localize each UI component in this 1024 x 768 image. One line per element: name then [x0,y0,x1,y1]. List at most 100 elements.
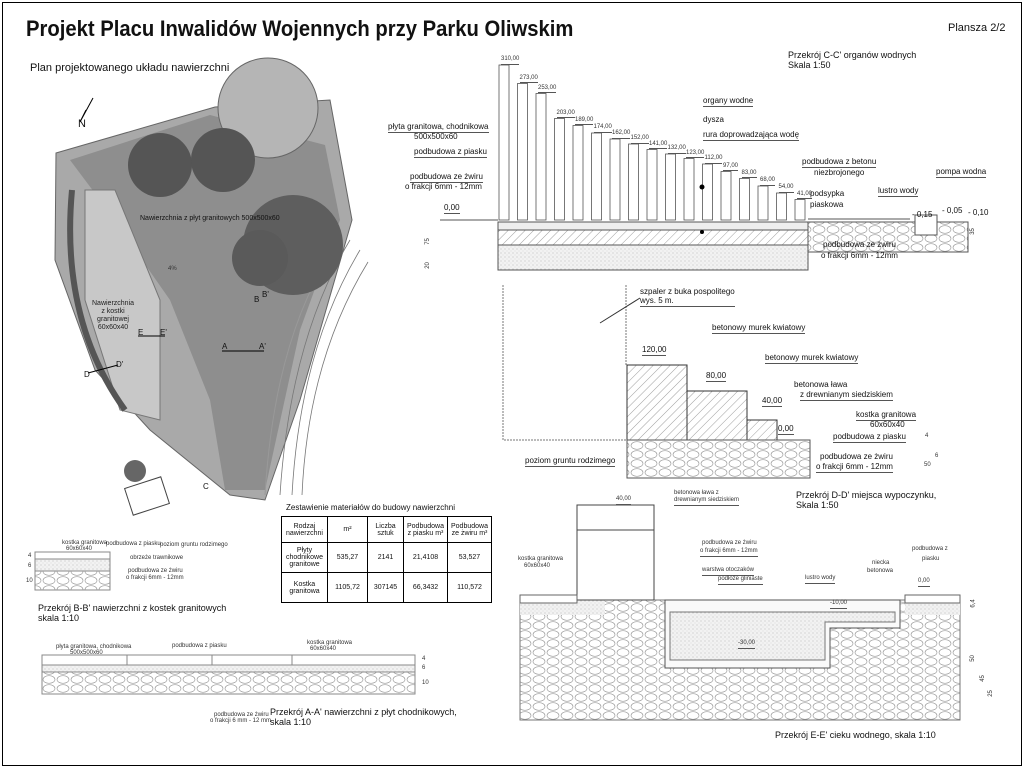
dim-75: 75 [424,238,431,245]
section-dd [502,285,811,479]
label-ground: poziom gruntu rodzimego [525,456,616,468]
section-bb-scale: skala 1:10 [38,613,80,624]
table-title: Zestawienie materiałów do budowy nawierz… [286,503,455,512]
ee-label-cobble: kostka granitowa [518,556,564,562]
plan-label-cobble: Nawierzchnia [92,300,135,307]
label-bench-2: z drewnianym siedziskiem [800,390,893,402]
bb-dim: 4 [28,553,32,559]
level-m015: - 0,15 [912,210,933,219]
column-height-label: 152,00 [630,135,649,144]
section-cc-title-text: Przekrój C-C' organów wodnych [788,50,917,60]
wall-80 [686,390,748,441]
section-dd-title: Przekrój D-D' miejsca wypoczynku,Skala 1… [796,490,936,511]
table-cell: Kostka granitowa [281,572,328,603]
column-height-label: 54,00 [778,184,794,193]
label-concrete: podbudowa z betonu [802,157,877,169]
bench-dd [746,419,778,441]
level-0: 0,00 [778,424,794,436]
label-sand-dd: podbudowa z piasku [833,432,906,444]
ee-label-clay: podłoże gliniaste [718,576,763,585]
table-header: Podbudowa z piasku m³ [403,516,448,543]
organ-pipe-column [739,178,750,221]
organ-pipe-column [776,192,787,221]
column-height-label: 97,00 [723,163,739,172]
section-mark-b: B [254,295,260,304]
column-height-label: 310,00 [501,56,520,65]
column-height-label: 132,00 [667,145,686,154]
north-arrow-label: N [78,118,86,130]
aa-label-plate: płyta granitowa, chodnikowa [56,644,132,650]
ee-label-sand-2: piasku [922,556,940,562]
ee-dim: 25 [987,690,994,697]
organ-pipe-column [554,118,565,221]
aa-dim: 4 [422,656,426,662]
table-header-row: Rodzaj nawierzchni m² Liczba sztuk Podbu… [281,516,492,543]
label-cobble: kostka granitowa [856,410,917,422]
organ-pipe-column [572,125,584,221]
ee-label-basin-2: betonowa [867,568,894,574]
tree [124,460,146,482]
ee-level-0: 0,00 [918,578,930,587]
column-height-label: 273,00 [519,75,538,84]
bb-dim: 10 [26,578,33,584]
label-pipe: rura doprowadzająca wodę [703,130,800,142]
bb-label-cobble: kostka granitowa [62,540,108,546]
table-cell: 2141 [367,542,404,573]
table-header: m² [327,516,368,543]
level-120: 120,00 [642,345,667,357]
tree [232,230,288,286]
ee-label-gravel-2: o frakcji 6mm - 12mm [700,548,758,557]
table-header: Rodzaj nawierzchni [281,516,328,543]
aa-dim: 10 [422,680,429,686]
organ-pipe-column [628,143,639,221]
section-dd-scale: Skala 1:50 [796,500,839,511]
label-sandfill: podsypka [810,189,845,198]
label-gravel-b: podbudowa ze żwiru [823,240,896,249]
bench-ee [576,504,655,601]
level-m005: - 0,05 [942,206,963,215]
column-height-label: 174,00 [593,124,612,133]
label-gravel: podbudowa ze żwiru [410,172,483,184]
column-height-label: 83,00 [741,170,757,179]
label-hedge-text: szpaler z buka pospolitego [640,287,735,296]
section-mark-e: E [138,328,144,337]
label-wall-2: betonowy murek kwiatowy [765,353,859,365]
tree [191,128,255,192]
plan-label-cobble: granitowej [97,316,129,324]
column-height-label: 123,00 [686,150,705,159]
sheet-number: Plansza 2/2 [948,22,1006,34]
wall-120 [626,364,688,441]
section-aa-title: Przekrój A-A' nawierzchni z płyt chodnik… [270,707,457,728]
section-aa [41,654,416,695]
table-cell: 21,4108 [403,542,448,573]
label-pump: pompa wodna [936,167,987,179]
aa-label-gravel: podbudowa ze żwiru [214,712,269,718]
label-sandfill-2: piaskowa [810,200,844,209]
organ-pipe-column [702,163,713,221]
ee-label-pebbles: warstwa otoczaków [702,567,755,576]
section-ee [519,504,961,721]
page-title: Projekt Placu Inwalidów Wojennych przy P… [26,16,574,41]
label-cobble-2: 60x60x40 [870,420,905,429]
label-hedge-height: wys. 5 m. [640,296,674,306]
dim-6: 6 [935,453,939,459]
section-mark-d2: D' [116,360,124,369]
section-cc-scale: Skala 1:50 [788,60,831,71]
dim-20: 20 [424,262,431,269]
stone-pile [217,57,319,159]
column-height-label: 162,00 [612,130,631,139]
ee-label-gravel: podbudowa ze żwiru [702,540,757,546]
organ-pipe-column [720,171,732,221]
organ-pipe-column [535,93,547,221]
aa-label-cobble: kostka granitowa [307,640,353,646]
bb-label-edging: obrzeże trawnikowe [130,555,184,561]
level-zero: 0,00 [444,203,460,215]
table-cell: 66,3432 [403,572,448,603]
section-ee-title: Przekrój E-E' cieku wodnego, skala 1:10 [775,730,936,740]
table-header: Liczba sztuk [367,516,404,543]
section-mark-c: C [203,482,209,491]
organ-pipe-column [609,138,621,221]
section-mark-d: D [84,370,90,379]
level-40: 40,00 [762,396,783,408]
